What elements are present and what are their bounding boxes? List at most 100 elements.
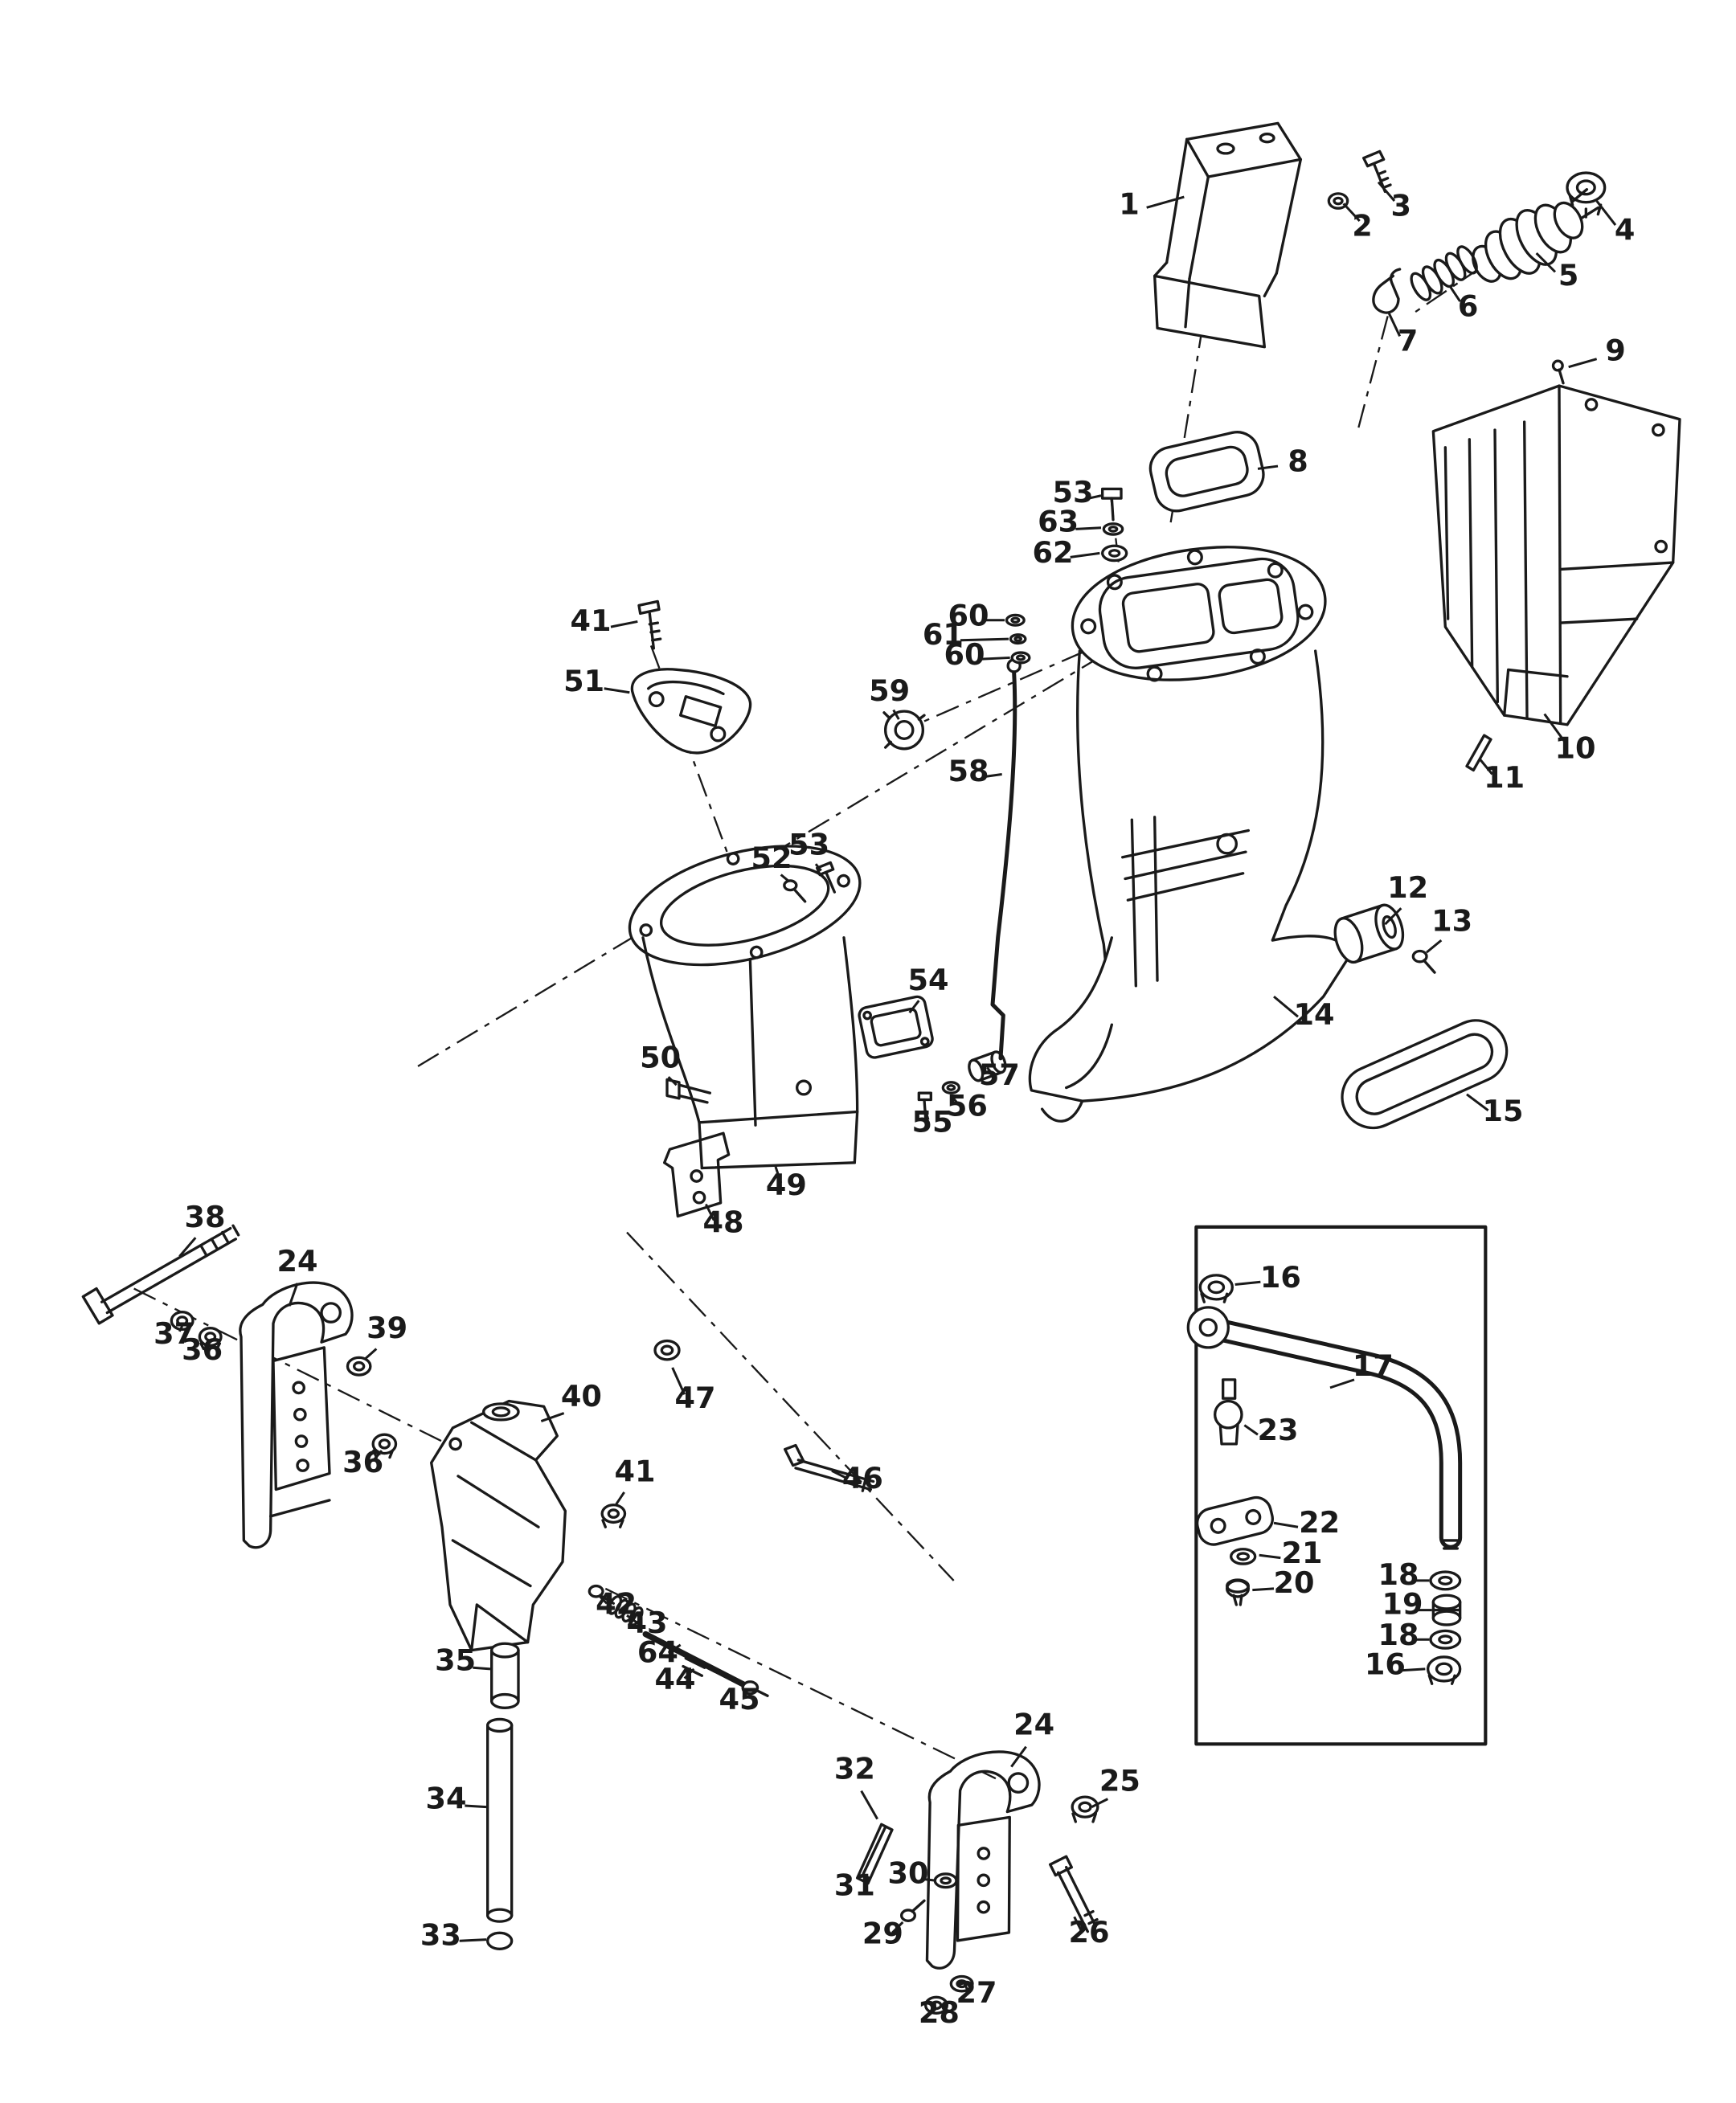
callout-51-56: 51: [563, 664, 604, 698]
callout-leader-6-5: [1448, 284, 1461, 302]
callout-16-15: 16: [1260, 1260, 1301, 1295]
callout-46-51: 46: [842, 1461, 883, 1495]
callout-leader-53-58: [814, 863, 822, 872]
callout-53-58: 53: [788, 827, 829, 861]
part-seal-ring-15: [1341, 1019, 1509, 1130]
part-bolt-26: [1049, 1855, 1099, 1933]
part-nut-36-lower: [371, 1433, 398, 1459]
callout-leader-2-1: [1342, 203, 1361, 223]
callout-leader-lines: [178, 181, 1617, 2011]
callout-4-3: 4: [1615, 212, 1636, 247]
callout-leader-54-60: [908, 1000, 920, 1014]
callout-24-25: 24: [276, 1244, 317, 1279]
callout-leader-16-24: [1402, 1667, 1426, 1672]
part-driveshaft-housing: [1028, 546, 1350, 1123]
callout-leader-43-47: [626, 1614, 637, 1623]
callout-16-24: 16: [1365, 1647, 1406, 1682]
callout-11-10: 11: [1484, 760, 1525, 795]
callout-leader-59-65: [892, 709, 900, 720]
callout-38-40: 38: [184, 1200, 225, 1234]
callout-34-36: 34: [425, 1781, 466, 1815]
callout-leader-12-11: [1384, 907, 1402, 926]
part-exhaust-housing-49: [628, 845, 862, 1170]
callout-19-22: 19: [1382, 1587, 1423, 1622]
callout-leader-10-9: [1543, 713, 1567, 745]
callout-47-52: 47: [674, 1381, 715, 1415]
part-nut-28: [924, 1995, 948, 2015]
callout-43-47: 43: [626, 1606, 667, 1640]
part-spring-6: [1410, 245, 1478, 301]
callout-leader-57-63: [986, 1066, 994, 1075]
callout-leader-55-61: [924, 1110, 930, 1120]
part-mount-bracket-51: [630, 668, 752, 755]
part-clamp-bracket-port: [239, 1281, 354, 1549]
callout-1-0: 1: [1119, 187, 1140, 222]
callout-60-66: 60: [948, 598, 989, 632]
callout-leader-9-8: [1568, 358, 1598, 369]
part-spacer-tube-35: [490, 1642, 520, 1709]
part-screw-53-top: [1101, 487, 1123, 522]
callout-58-64: 58: [948, 754, 989, 788]
callout-57-63: 57: [979, 1058, 1020, 1092]
callout-29-31: 29: [862, 1917, 903, 1951]
part-washer-62: [1101, 544, 1128, 563]
callout-17-16: 17: [1353, 1348, 1394, 1383]
callout-37-39: 37: [154, 1316, 194, 1351]
part-washer-39: [346, 1356, 372, 1377]
part-screw-13: [1411, 949, 1436, 974]
callout-leader-22-18: [1273, 1521, 1299, 1528]
callout-leader-39-41: [363, 1348, 378, 1361]
callout-leader-24-25: [288, 1283, 299, 1307]
callout-leader-63-70: [1075, 526, 1102, 530]
callout-leader-44-48: [683, 1667, 695, 1680]
callout-leader-38-40: [178, 1237, 197, 1258]
callout-leader-24-26: [1010, 1745, 1027, 1768]
part-plate-22: [1195, 1495, 1274, 1546]
callout-53-59: 53: [1052, 475, 1093, 509]
part-screw-52: [783, 879, 807, 903]
callout-leader-41-44: [610, 620, 638, 628]
callout-leader-14-13: [1273, 996, 1299, 1018]
callout-leader-49-54: [774, 1166, 783, 1184]
callout-28-30: 28: [919, 1995, 960, 2030]
callout-leader-16-15: [1234, 1280, 1261, 1287]
callout-leader-62-69: [1070, 551, 1100, 558]
callout-55-61: 55: [911, 1105, 952, 1139]
callout-49-54: 49: [766, 1168, 807, 1202]
callout-52-57: 52: [751, 841, 792, 875]
callout-leader-11-10: [1479, 759, 1493, 775]
callout-leader-21-19: [1259, 1553, 1281, 1560]
callout-leader-7-6: [1387, 313, 1402, 338]
callout-32-34: 32: [834, 1752, 875, 1786]
part-swivel-bracket-40: [430, 1399, 567, 1652]
callout-leader-13-12: [1426, 939, 1443, 954]
part-bolt-46: [784, 1443, 875, 1492]
part-exhaust-plate-10: [1431, 384, 1681, 726]
part-pin-11: [1465, 734, 1492, 772]
callout-7-6: 7: [1398, 324, 1419, 358]
part-washer-61: [1009, 633, 1027, 645]
callout-leader-17-16: [1329, 1378, 1355, 1389]
callout-20-20: 20: [1273, 1565, 1314, 1600]
callout-leader-23-17: [1243, 1424, 1259, 1436]
part-mount-5: [1472, 188, 1600, 283]
callout-41-45: 41: [614, 1455, 655, 1489]
callout-27-29: 27: [956, 1975, 997, 2010]
callout-leader-8-7: [1257, 464, 1279, 470]
part-screw-41-upper: [637, 599, 662, 650]
callout-8-7: 8: [1288, 444, 1308, 479]
callout-leader-34-36: [465, 1804, 487, 1809]
part-nut-16-top: [1198, 1274, 1234, 1303]
callout-leader-42-46: [599, 1595, 608, 1605]
part-mount-12: [1333, 903, 1405, 964]
part-washer-60-upper: [1005, 613, 1026, 627]
part-washer-2: [1327, 192, 1349, 210]
callout-44-48: 44: [654, 1662, 695, 1696]
callout-leader-56-62: [951, 1096, 960, 1107]
callout-31-33: 31: [834, 1868, 875, 1903]
part-tilt-tube-34: [486, 1717, 514, 1923]
part-nut-4: [1566, 171, 1607, 219]
